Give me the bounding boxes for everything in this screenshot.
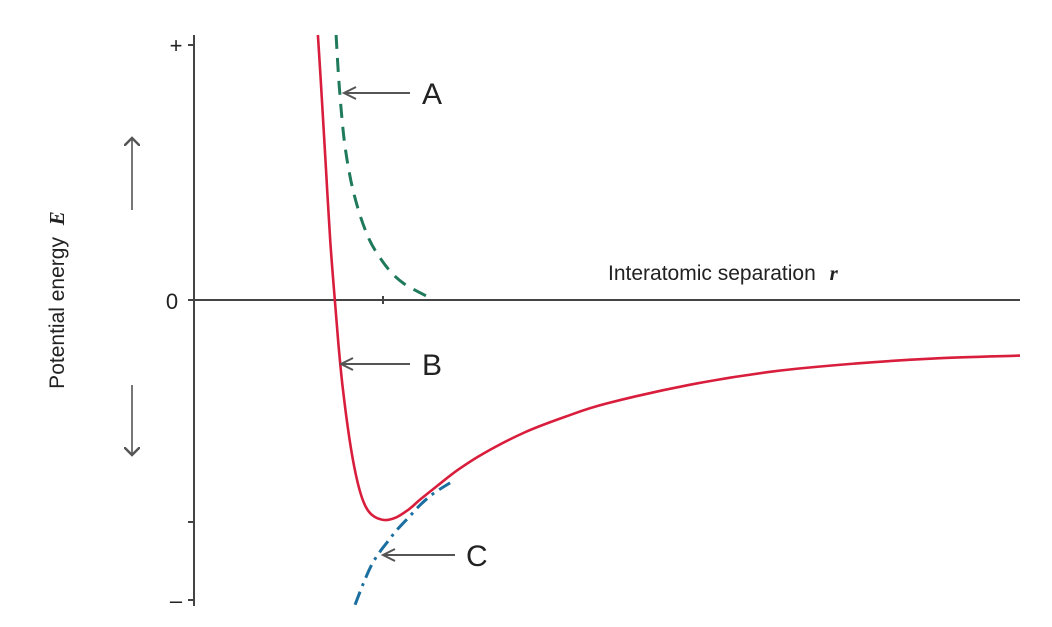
pointer-a: A: [341, 78, 442, 111]
curve-a: [334, 34, 431, 299]
x-axis-label-symbol: r: [830, 261, 839, 285]
curve-label-b: B: [422, 349, 442, 382]
x-axis-label: Interatomic separation r: [608, 261, 839, 285]
y-tick-label-plus: +: [170, 33, 183, 58]
series-layer: [316, 34, 1021, 606]
y-tick-label-minus: –: [170, 588, 183, 613]
pointer-c: C: [380, 540, 488, 573]
x-axis-label-text: Interatomic separation: [608, 262, 816, 285]
pointer-c-head: [380, 548, 396, 562]
curve-b: [316, 34, 1021, 522]
y-axis-label-symbol: E: [45, 211, 69, 226]
pointer-a-head: [341, 86, 357, 100]
y-axis-label: Potential energy E: [45, 211, 69, 389]
pointer-b-head: [338, 357, 354, 371]
curve-label-c: C: [466, 540, 488, 573]
pointer-b: B: [338, 349, 442, 382]
y-axis-label-text: Potential energy: [46, 237, 69, 389]
curve-label-a: A: [422, 78, 442, 111]
y-tick-label-zero: 0: [166, 289, 178, 314]
curve-c: [353, 481, 451, 606]
